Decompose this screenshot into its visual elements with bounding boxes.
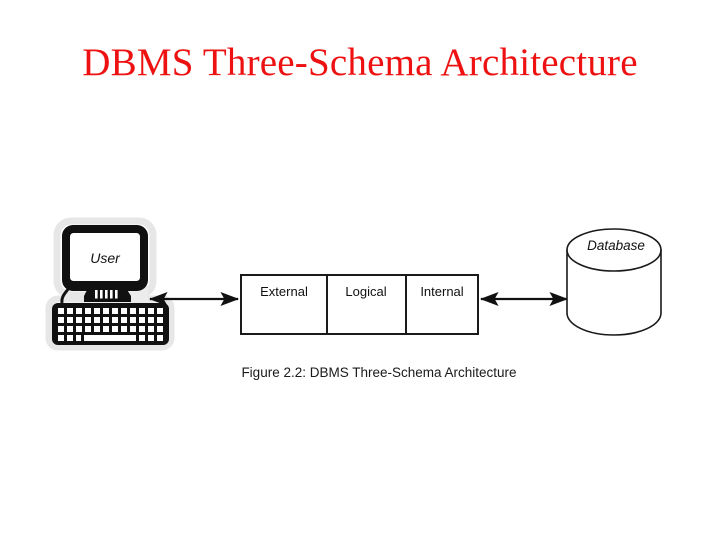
monitor-icon: User xyxy=(62,225,148,291)
schema-box-external-label: External xyxy=(260,284,308,299)
schema-box-logical[interactable] xyxy=(326,274,407,335)
page-title: DBMS Three-Schema Architecture xyxy=(82,41,638,84)
user-label: User xyxy=(90,250,121,266)
schema-box-logical-label: Logical xyxy=(345,284,386,299)
schema-boxes-group: External Logical Internal xyxy=(240,274,479,335)
keyboard-icon xyxy=(52,303,169,345)
monitor-cable-icon xyxy=(60,281,76,304)
user-computer-node: User xyxy=(45,217,175,351)
schema-box-external[interactable] xyxy=(240,274,328,335)
database-label: Database xyxy=(587,238,645,253)
monitor-stand-icon xyxy=(84,288,131,302)
figure-caption: Figure 2.2: DBMS Three-Schema Architectu… xyxy=(241,365,516,380)
schema-box-internal[interactable] xyxy=(405,274,479,335)
database-node[interactable]: Database xyxy=(566,228,662,336)
schema-box-internal-label: Internal xyxy=(420,284,463,299)
